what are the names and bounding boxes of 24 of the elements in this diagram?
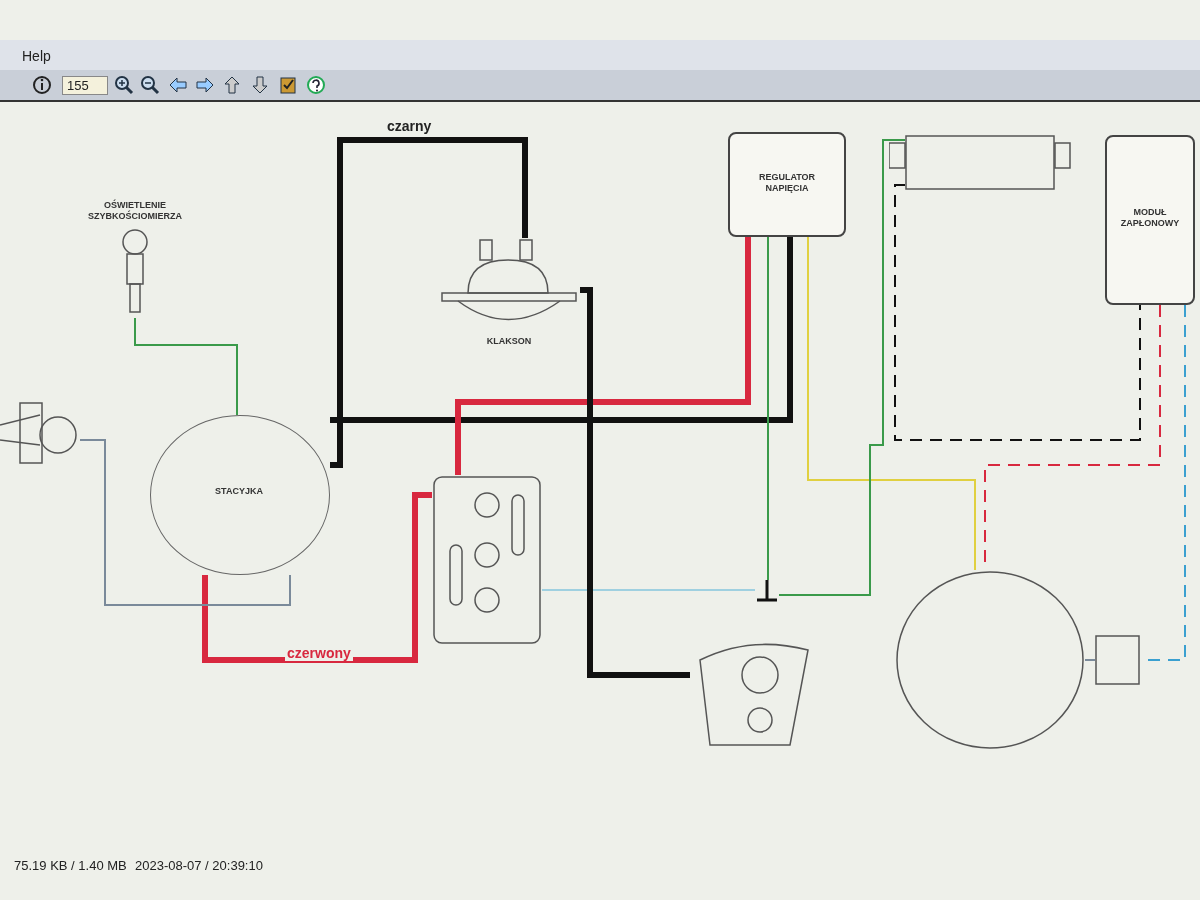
wire <box>79 439 291 606</box>
wire <box>778 139 906 596</box>
wire <box>580 287 690 678</box>
wire <box>330 137 528 468</box>
component-label: OŚWIETLENIE SZYBKOŚCIOMIERZA <box>87 200 183 222</box>
component-label: REGULATOR NAPIĘCIA <box>757 172 817 194</box>
wire <box>541 589 756 591</box>
component-label: STACYJKA <box>214 486 264 497</box>
ignition-module-box <box>1105 135 1195 305</box>
wire <box>807 236 976 571</box>
component-label: KLAKSON <box>485 336 533 347</box>
menu-item: Help <box>22 48 51 64</box>
wire <box>330 237 793 423</box>
wire <box>455 237 751 475</box>
file-size-text: 75.19 KB / 1.40 MB <box>14 858 127 873</box>
wire <box>767 236 769 581</box>
wire <box>202 492 432 663</box>
zoom-dropdown: 155 <box>62 76 108 95</box>
component-label: MODUŁ ZAPŁONOWY <box>1119 207 1181 229</box>
wire <box>894 184 1141 441</box>
date-time-text: 2023-08-07 / 20:39:10 <box>135 858 263 873</box>
regulator-box <box>728 132 846 237</box>
wire <box>134 317 238 416</box>
wire <box>1084 659 1096 661</box>
